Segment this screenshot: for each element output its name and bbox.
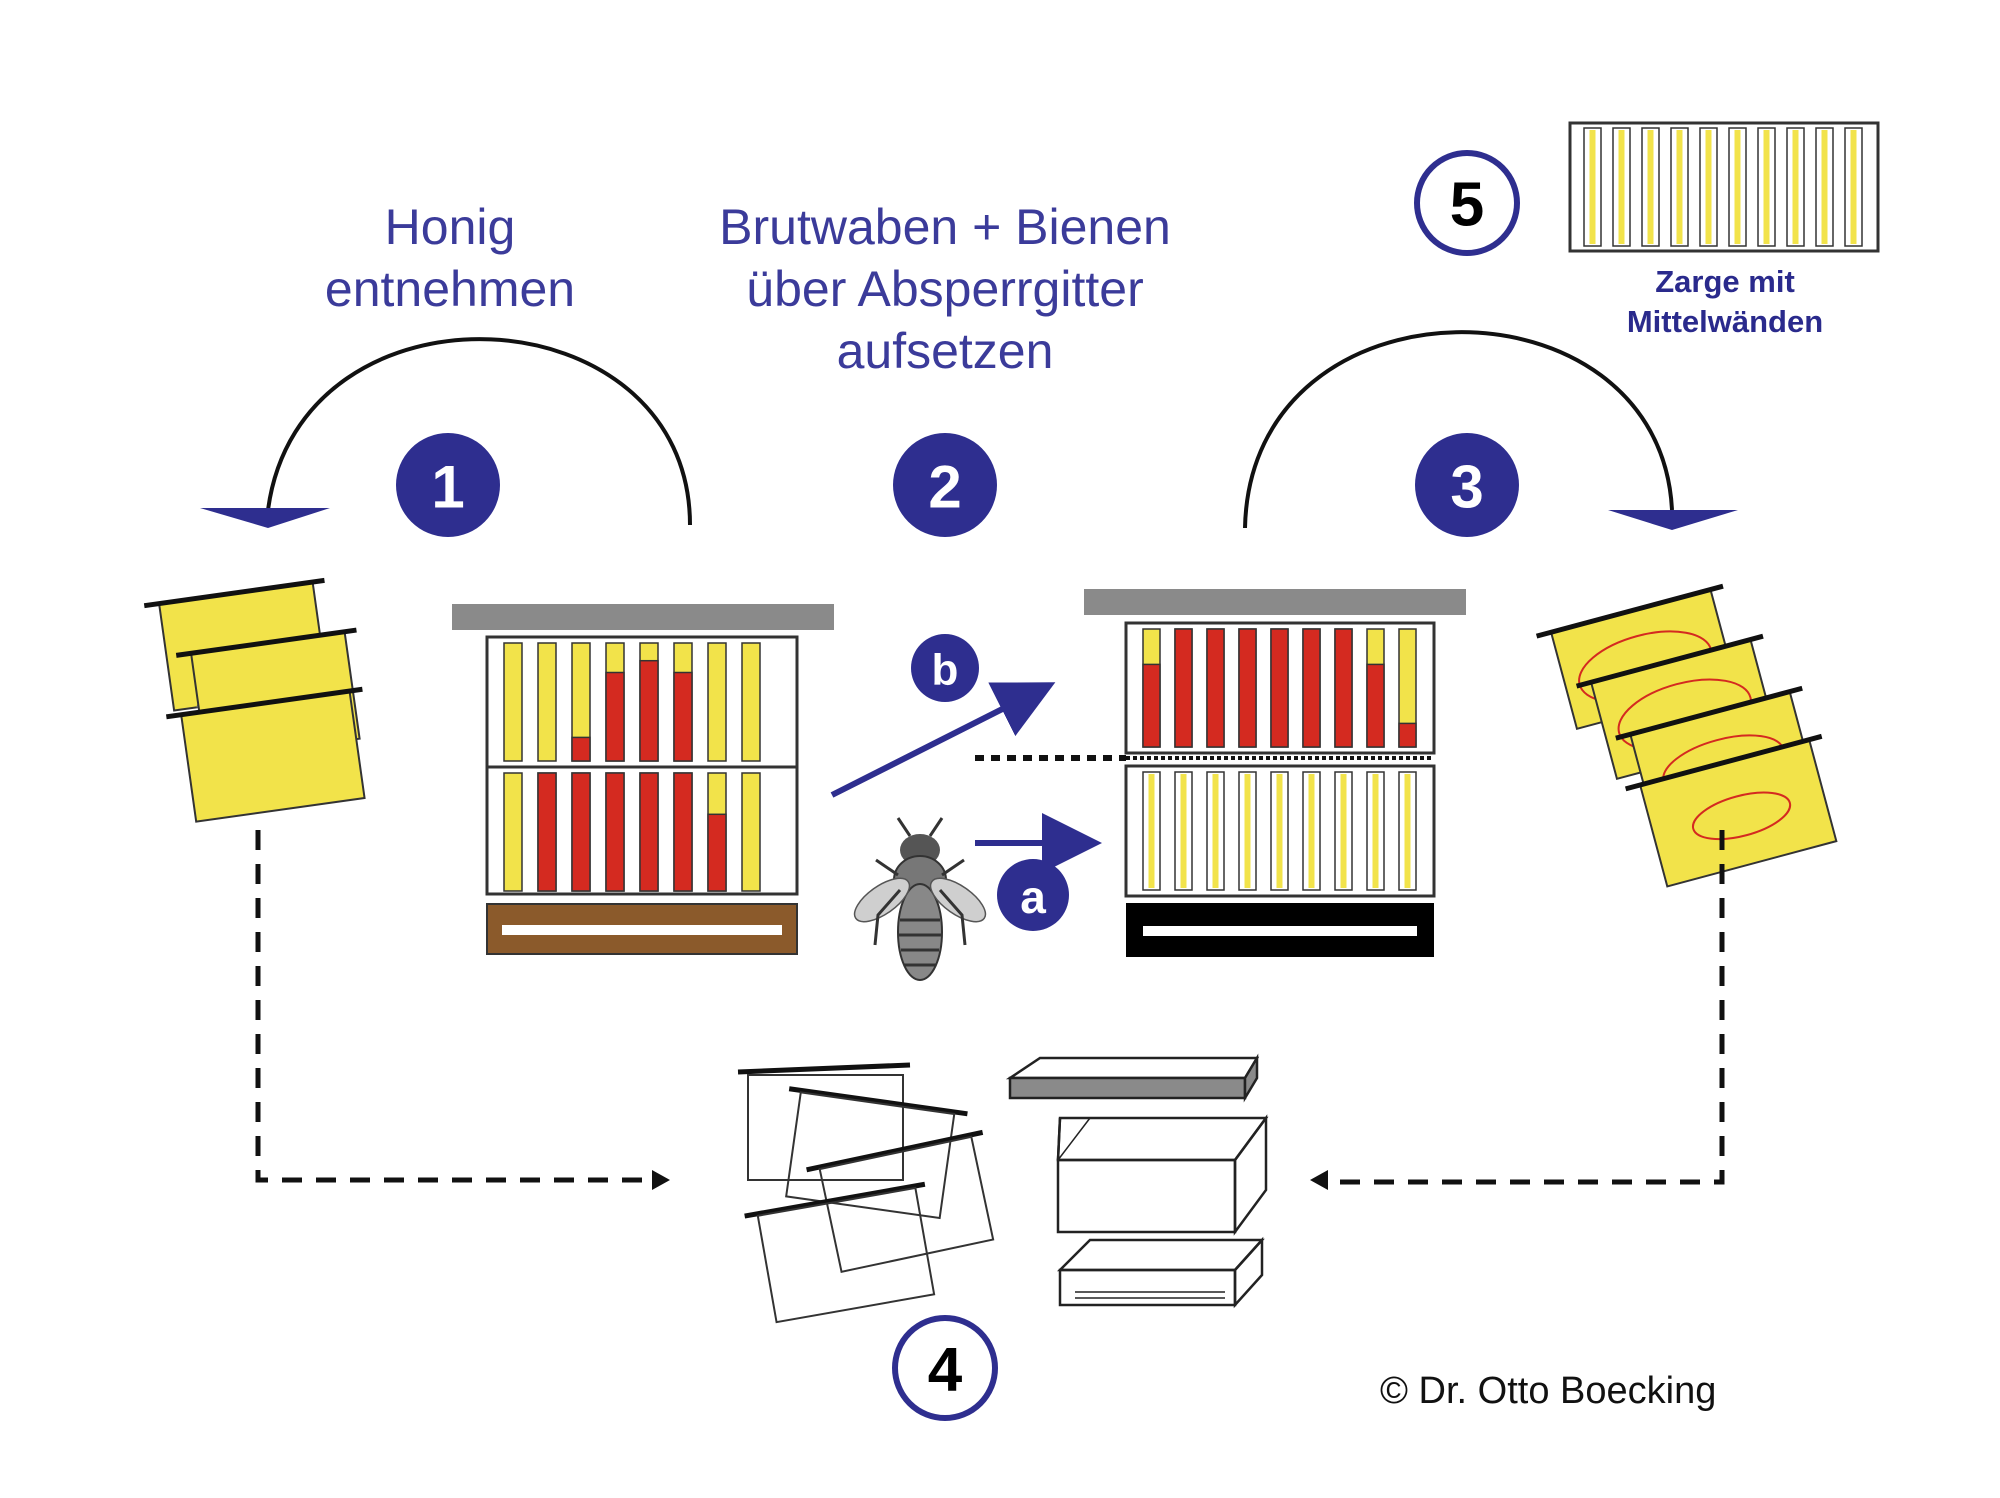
arc-arrow-1 — [266, 337, 692, 526]
right-lower-frame-foundation — [1244, 774, 1251, 888]
step-circle-2: 2 — [893, 433, 997, 537]
left-lower-frame-brood — [605, 772, 625, 892]
copyright-credit: © Dr. Otto Boecking — [1380, 1370, 1717, 1412]
dashed-path-left — [255, 830, 660, 1183]
left-upper-frame-brood — [639, 659, 659, 762]
dashed-path-right — [1325, 830, 1725, 1185]
queen-bee-icon — [853, 817, 987, 981]
foundation-frame-foundation — [1850, 130, 1857, 244]
empty-frames-pile — [737, 1062, 995, 1324]
left-upper-frame-brood — [605, 671, 625, 762]
left-lower-frame — [741, 772, 761, 892]
step-2-text-line2: über Absperrgitter — [746, 261, 1144, 317]
arrow-b-badge: b — [911, 634, 979, 702]
step-5-caption-line2: Mittelwänden — [1626, 304, 1824, 339]
step-number-1: 1 — [431, 454, 464, 521]
step-number-2: 2 — [928, 454, 961, 521]
right-upper-frame-brood — [1174, 628, 1193, 748]
step-1-text-line1: Honig — [384, 199, 516, 255]
left-upper-frame-brood — [673, 671, 693, 762]
left-hive-roof — [452, 604, 834, 630]
step-number-5: 5 — [1450, 171, 1484, 240]
left-lower-frame-brood — [571, 772, 591, 892]
right-upper-frame-brood — [1366, 663, 1385, 748]
left-hive — [452, 604, 834, 955]
step-2-label: Brutwaben + Bienen über Absperrgitter au… — [700, 196, 1190, 382]
arrow-b — [830, 682, 1056, 798]
step-number-3: 3 — [1450, 454, 1483, 521]
step-2-text-line3: aufsetzen — [836, 323, 1054, 379]
right-lower-frame-foundation — [1276, 774, 1283, 888]
right-upper-frame-brood — [1206, 628, 1225, 748]
left-lower-frame-brood — [537, 772, 557, 892]
brood-frames-right — [1535, 583, 1838, 888]
foundation-frame-foundation — [1821, 130, 1828, 244]
right-lower-frame-foundation — [1180, 774, 1187, 888]
step-5-caption-line1: Zarge mit — [1655, 264, 1795, 299]
right-lower-frame-foundation — [1372, 774, 1379, 888]
left-upper-frame-brood — [571, 736, 591, 762]
honey-frames-left — [143, 577, 366, 823]
arc-arrow-3 — [1243, 330, 1674, 529]
left-lower-frame-brood — [707, 813, 727, 892]
left-upper-frame — [537, 642, 557, 762]
right-lower-frame-foundation — [1212, 774, 1219, 888]
foundation-frame-foundation — [1676, 130, 1683, 244]
arrow-a-label: a — [1020, 871, 1046, 923]
step-circle-1: 1 — [396, 433, 500, 537]
step-2-text-line1: Brutwaben + Bienen — [719, 199, 1171, 255]
step-5-caption: Zarge mit Mittelwänden — [1560, 262, 1890, 342]
left-lower-frame-brood — [673, 772, 693, 892]
right-lower-frame-foundation — [1340, 774, 1347, 888]
step-1-text-line2: entnehmen — [324, 261, 576, 317]
box-with-foundations — [1568, 121, 1880, 253]
left-upper-frame — [707, 642, 727, 762]
left-lower-frame-brood — [639, 772, 659, 892]
right-lower-frame-foundation — [1148, 774, 1155, 888]
foundation-frame-foundation — [1618, 130, 1625, 244]
right-upper-frame-brood — [1238, 628, 1257, 748]
arrow-a-badge: a — [997, 859, 1069, 931]
foundation-frame-foundation — [1589, 130, 1596, 244]
right-hive-roof — [1084, 589, 1466, 615]
foundation-frame-foundation — [1705, 130, 1712, 244]
step-number-4: 4 — [928, 1336, 963, 1405]
foundation-frame-foundation — [1647, 130, 1654, 244]
right-upper-frame-brood — [1302, 628, 1321, 748]
right-upper-frame-brood — [1334, 628, 1353, 748]
right-upper-frame-brood — [1142, 663, 1161, 748]
step-1-label: Honig entnehmen — [300, 196, 600, 320]
right-hive — [1084, 589, 1466, 957]
arrow-head-1 — [200, 508, 330, 528]
empty-hive-parts — [1005, 1053, 1269, 1309]
foundation-frame-foundation — [1763, 130, 1770, 244]
step-circle-5: 5 — [1414, 150, 1520, 256]
step-circle-4: 4 — [892, 1315, 998, 1421]
foundation-frame-foundation — [1792, 130, 1799, 244]
left-lower-frame — [503, 772, 523, 892]
foundation-frame-foundation — [1734, 130, 1741, 244]
left-upper-frame — [503, 642, 523, 762]
left-upper-frame — [741, 642, 761, 762]
right-lower-frame-foundation — [1404, 774, 1411, 888]
right-upper-frame-brood — [1270, 628, 1289, 748]
arrow-b-label: b — [932, 646, 959, 695]
right-lower-frame-foundation — [1308, 774, 1315, 888]
right-upper-frame-brood — [1398, 722, 1417, 748]
step-circle-3: 3 — [1415, 433, 1519, 537]
arrow-head-3 — [1608, 510, 1738, 530]
